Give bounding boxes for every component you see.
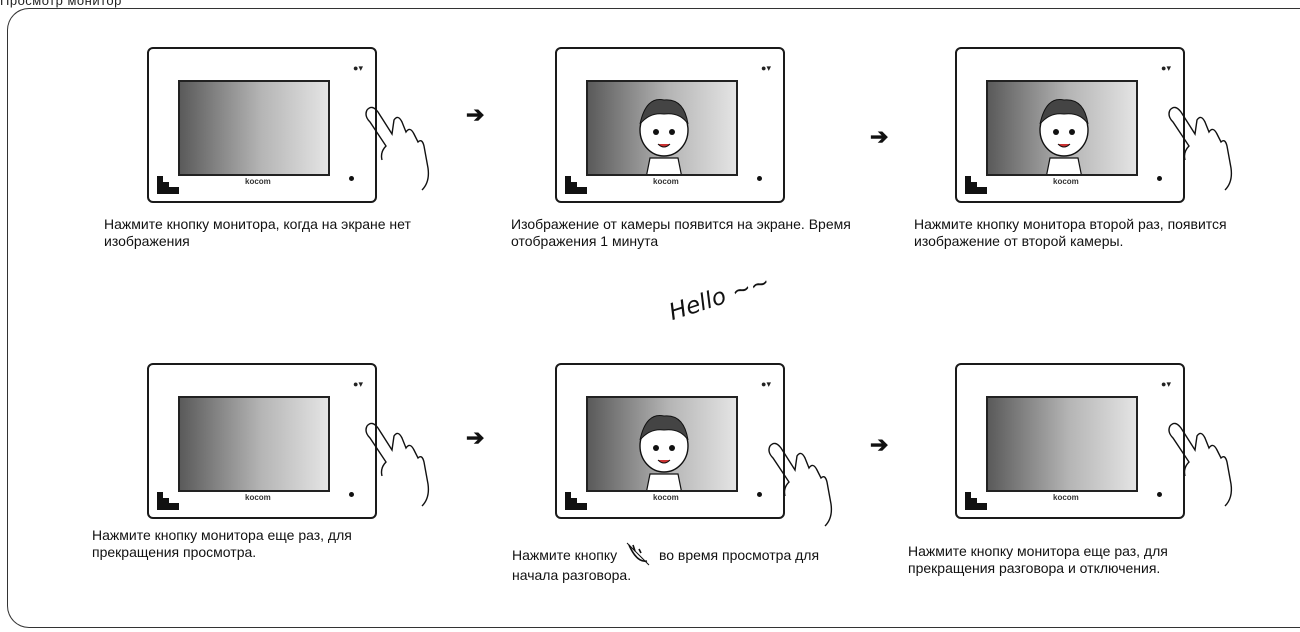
monitor-device: ●▾ kocom — [147, 363, 377, 519]
pointing-hand-icon — [365, 106, 430, 191]
step-caption-5: Нажмите кнопку во время просмотра для на… — [512, 541, 832, 584]
right-arrow-icon: ➔ — [466, 102, 485, 127]
step-panel-3: ●▾ kocom — [955, 47, 1233, 217]
monitor-screen-blank — [178, 80, 330, 176]
monitor-screen-visitor — [586, 396, 738, 492]
speaker-grille-icon — [157, 176, 179, 194]
pointing-hand-icon — [365, 422, 430, 507]
step-caption-2: Изображение от камеры появится на экране… — [511, 216, 851, 249]
led-icon: ●▾ — [353, 379, 363, 389]
monitor-button-dot — [757, 492, 762, 497]
monitor-button-dot — [757, 176, 762, 181]
led-icon: ●▾ — [353, 63, 363, 73]
pointing-hand-icon — [1168, 106, 1233, 191]
monitor-button-dot — [349, 176, 354, 181]
led-icon: ●▾ — [1161, 63, 1171, 73]
caption-5-before: Нажмите кнопку — [512, 547, 618, 563]
monitor-button-dot — [349, 492, 354, 497]
speaker-grille-icon — [965, 492, 987, 510]
step-panel-6: ●▾ kocom — [955, 363, 1233, 533]
monitor-screen-visitor — [986, 80, 1138, 176]
brand-logo: kocom — [245, 177, 271, 186]
speaker-grille-icon — [157, 492, 179, 510]
right-arrow-icon: ➔ — [870, 432, 889, 457]
monitor-device: ●▾ kocom — [555, 363, 785, 519]
brand-logo: kocom — [653, 177, 679, 186]
led-icon: ●▾ — [761, 63, 771, 73]
brand-logo: kocom — [245, 493, 271, 502]
step-panel-4: ●▾ kocom — [147, 363, 430, 533]
pointing-hand-icon — [768, 442, 833, 527]
brand-logo: kocom — [1053, 177, 1079, 186]
instruction-frame — [7, 8, 1300, 628]
step-panel-5: ●▾ kocom — [555, 363, 833, 533]
monitor-screen-blank — [986, 396, 1138, 492]
monitor-button-dot — [1157, 176, 1162, 181]
brand-logo: kocom — [653, 493, 679, 502]
step-caption-6: Нажмите кнопку монитора еще раз, для пре… — [908, 543, 1168, 576]
right-arrow-icon: ➔ — [466, 425, 485, 450]
monitor-device: ●▾ kocom — [147, 47, 377, 203]
monitor-screen-visitor — [586, 80, 738, 176]
visitor-face-icon — [639, 415, 689, 490]
step-caption-3: Нажмите кнопку монитора второй раз, появ… — [914, 216, 1227, 249]
monitor-button-dot — [1157, 492, 1162, 497]
caption-5-after: во время просмотра для начала разговора. — [512, 547, 820, 583]
step-panel-2: ●▾ kocom — [555, 47, 805, 217]
step-panel-1: ●▾ kocom — [147, 47, 430, 217]
monitor-device: ●▾ kocom — [955, 47, 1185, 203]
led-icon: ●▾ — [1161, 379, 1171, 389]
visitor-face-icon — [639, 99, 689, 174]
monitor-device: ●▾ kocom — [555, 47, 785, 203]
led-icon: ●▾ — [761, 379, 771, 389]
brand-logo: kocom — [1053, 493, 1079, 502]
right-arrow-icon: ➔ — [870, 124, 889, 149]
section-header: Просмотр монитор — [0, 0, 122, 8]
step-caption-1: Нажмите кнопку монитора, когда на экране… — [104, 216, 411, 249]
pointing-hand-icon — [1168, 422, 1233, 507]
monitor-device: ●▾ kocom — [955, 363, 1185, 519]
talk-hook-icon — [626, 542, 650, 566]
step-caption-4: Нажмите кнопку монитора еще раз, для пре… — [92, 527, 352, 560]
speaker-grille-icon — [565, 176, 587, 194]
monitor-screen-blank — [178, 396, 330, 492]
speaker-grille-icon — [565, 492, 587, 510]
speaker-grille-icon — [965, 176, 987, 194]
visitor-face-icon — [1039, 99, 1089, 174]
